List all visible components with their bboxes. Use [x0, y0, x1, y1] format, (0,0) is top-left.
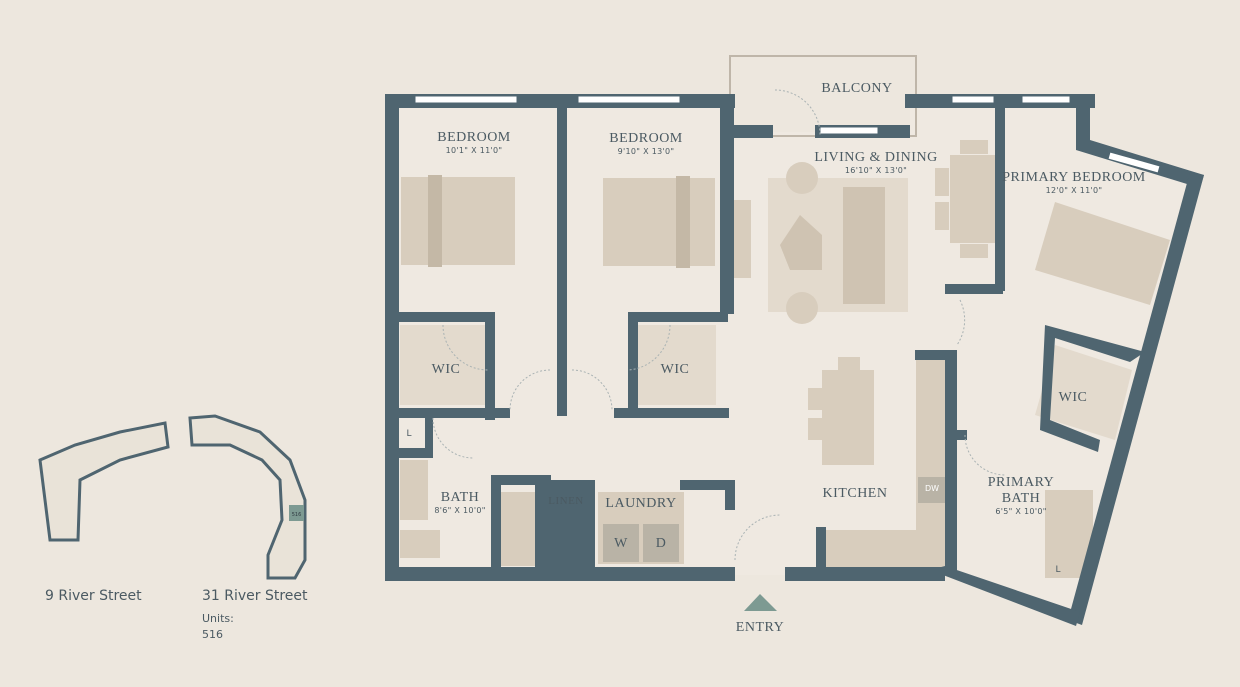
label-washer: W	[614, 536, 628, 551]
unit-516-label: 516	[292, 512, 302, 518]
door-swings	[432, 89, 1006, 561]
label-linen: LINEN	[548, 495, 584, 507]
unit-516-highlight	[289, 505, 304, 521]
label-wic-primary: WIC	[1058, 390, 1088, 405]
room-name: BATH	[1001, 491, 1041, 506]
walls	[385, 94, 1204, 626]
room-name: BEDROOM	[609, 131, 683, 146]
room-name: PRIMARY	[987, 475, 1055, 490]
units-info: Units: 516	[202, 611, 234, 643]
label-linen-closet: L	[406, 429, 412, 439]
room-name: PRIMARY BEDROOM	[1002, 170, 1146, 185]
room-dimensions: 8'6" X 10'0"	[434, 506, 486, 515]
entry-arrow-icon	[744, 594, 777, 611]
label-balcony: BALCONY	[821, 81, 893, 96]
keyplan-31-river-street	[188, 414, 307, 580]
label-kitchen: KITCHEN	[822, 486, 888, 501]
label-laundry: LAUNDRY	[605, 496, 677, 511]
room-dimensions: 10'1" X 11'0"	[445, 146, 503, 155]
label-entry: ENTRY	[735, 620, 785, 635]
keyplan-9-river-street	[38, 421, 170, 542]
units-label: Units:	[202, 612, 234, 625]
label-dryer: D	[655, 536, 667, 551]
label-dishwasher: DW	[924, 484, 940, 493]
room-dimensions: 6'5" X 10'0"	[995, 507, 1047, 516]
room-dimensions: 9'10" X 13'0"	[617, 147, 675, 156]
building-9-river-street[interactable]: 9 River Street	[45, 588, 142, 604]
label-wic-1: WIC	[431, 362, 461, 377]
room-dimensions: 16'10" X 13'0"	[844, 166, 908, 175]
furniture	[400, 140, 1170, 578]
room-dimensions: 12'0" X 11'0"	[1045, 186, 1103, 195]
label-wic-2: WIC	[660, 362, 690, 377]
label-linen-closet-primary: L	[1055, 565, 1061, 575]
room-name: BATH	[440, 490, 480, 505]
building-31-river-street[interactable]: 31 River Street	[202, 588, 308, 604]
windows	[414, 95, 1161, 174]
room-name: BEDROOM	[437, 130, 511, 145]
unit-number: 516	[202, 628, 223, 641]
room-name: LIVING & DINING	[814, 150, 938, 165]
